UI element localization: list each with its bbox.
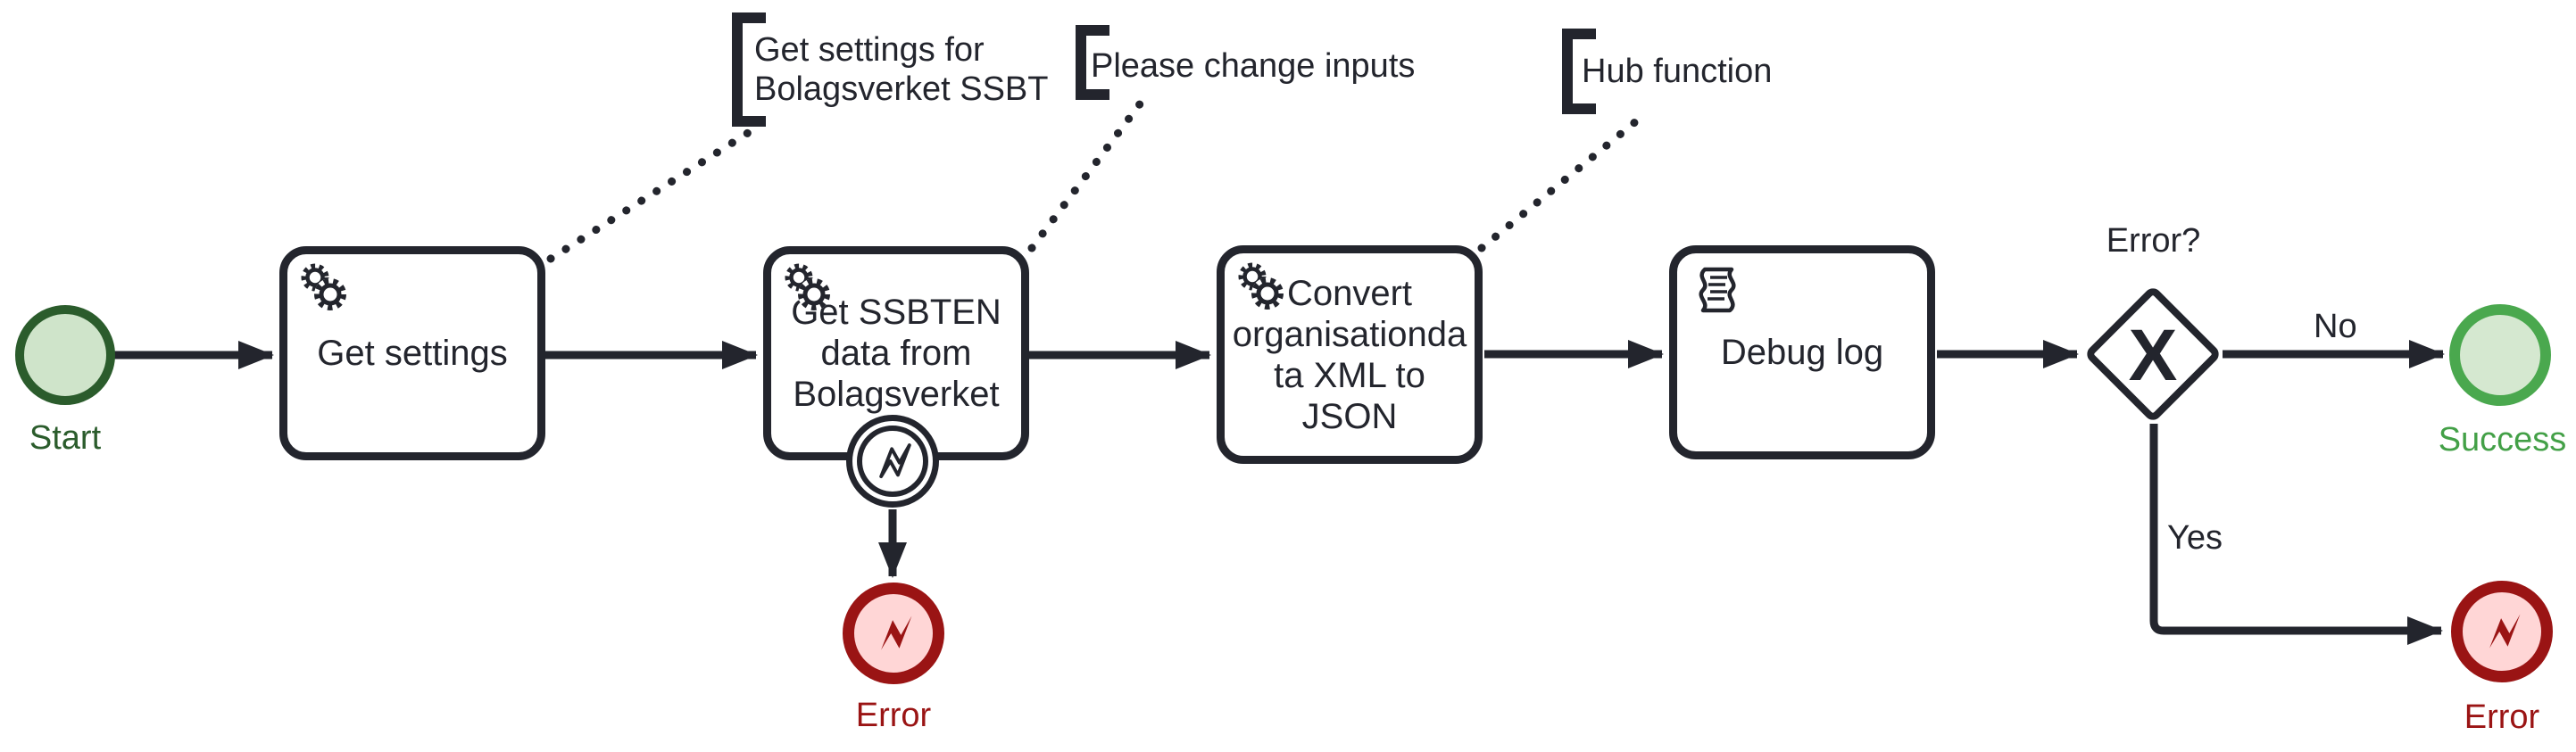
gears-icon (785, 263, 830, 310)
annotation-text: Hub function (1582, 53, 1773, 90)
association-change-inputs-note[interactable] (1027, 97, 1146, 252)
annotation-bracket (732, 12, 766, 127)
error-end-event-right-label: Error (2464, 698, 2540, 736)
task-label: Get SSBTEN data from Bolagsverket (791, 293, 1001, 414)
annotation-bracket (1562, 29, 1596, 114)
task-label: Convert organisationda ta XML to JSON (1232, 273, 1467, 436)
lightning-bolt-icon (2489, 614, 2521, 649)
no-flow-label: No (2314, 308, 2357, 345)
error-boundary-inner-ring (857, 426, 928, 497)
sequence-flow-yes-to-error[interactable] (2149, 424, 2443, 645)
annotation-text: Please change inputs (1091, 47, 1416, 85)
task-label: Debug log (1720, 333, 1884, 372)
annotation-bracket (1076, 25, 1109, 100)
association-get-settings-note[interactable] (546, 127, 755, 263)
success-end-event[interactable] (2449, 304, 2551, 406)
lightning-bolt-icon (879, 443, 911, 479)
yes-flow-label: Yes (2167, 519, 2223, 557)
task-convert-xml-to-json[interactable]: Convert organisationda ta XML to JSON (1217, 245, 1483, 464)
error-end-event-bottom-label: Error (855, 697, 932, 734)
error-end-event-bottom[interactable] (843, 583, 944, 684)
gears-icon (301, 263, 346, 310)
annotation-text: Get settings for Bolagsverket SSBT (754, 31, 1049, 109)
association-hub-function-note[interactable] (1477, 112, 1646, 252)
start-event[interactable] (15, 305, 115, 405)
success-end-event-label: Success (2438, 421, 2567, 459)
task-get-settings[interactable]: Get settings (279, 246, 545, 460)
task-debug-log[interactable]: Debug log (1669, 245, 1935, 459)
error-end-event-right[interactable] (2451, 581, 2553, 682)
gateway-label: Error? (2106, 222, 2201, 260)
script-scroll-icon (1699, 267, 1736, 313)
gateway-x-marker: X (2128, 314, 2178, 396)
error-boundary-event[interactable] (846, 415, 939, 508)
task-label: Get settings (317, 334, 508, 373)
lightning-bolt-icon (881, 616, 912, 650)
start-event-label: Start (29, 419, 102, 457)
gears-icon (1238, 262, 1284, 310)
